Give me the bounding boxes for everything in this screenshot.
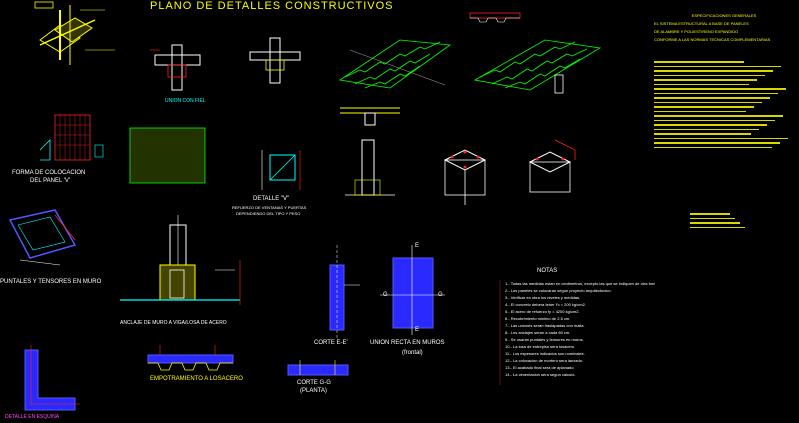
label-e-top: E	[415, 243, 420, 249]
label-planta: (PLANTA)	[300, 388, 327, 394]
nota-item: 10.- La losa de entrepiso sera losacero.	[505, 344, 576, 349]
label-corte-ee: CORTE E-E'	[314, 340, 348, 346]
nota-item: 3.- Verificar en obra los niveles y medi…	[505, 295, 581, 300]
corte-ee	[329, 245, 360, 340]
label-detalle-esquina: DETALLE EN ESQUINA	[5, 414, 60, 420]
nota-item: 11.- Los espesores indicados son nominal…	[505, 351, 585, 356]
spec-text-bar	[654, 88, 786, 90]
spec-text-bar	[654, 115, 783, 117]
spec-text-bar	[654, 133, 751, 135]
spec-text-bar	[654, 137, 788, 139]
column-detail-1	[345, 139, 395, 196]
label-detalle-v-sub1: REFUERZO DE VENTANAS Y PUERTAS	[232, 205, 307, 210]
spec-line: EL SISTEMA ESTRUCTURAL A BASE DE PANELES	[654, 21, 749, 26]
spec-text-bar	[654, 83, 749, 85]
spec-text-bar	[654, 97, 770, 99]
label-forma-colocacion: FORMA DE COLOCACION	[12, 170, 86, 176]
label-union-recta: UNION RECTA EN MUROS	[370, 340, 445, 346]
spec-text-bar	[690, 217, 735, 219]
nota-item: 9.- Se usaran puntales y tensores en mur…	[505, 337, 584, 342]
empotramiento-losacero	[147, 345, 234, 371]
spec-text-bar	[690, 213, 730, 215]
spec-text-bar	[654, 124, 767, 126]
spec-block-lines	[654, 58, 794, 188]
notas-list: 1.- Todas las medidas estan en centimetr…	[505, 280, 655, 378]
spec-text-bar	[654, 74, 765, 76]
label-detalle-v: DETALLE "V"	[253, 196, 290, 202]
label-detalle-v-sub2: DEPENDIENDO DEL TIPO Y PESO	[236, 211, 301, 216]
spec-text-bar	[654, 101, 762, 103]
beam-section	[340, 107, 400, 126]
spec-text-bar	[690, 226, 745, 228]
spec-text-bar	[654, 70, 773, 72]
label-del-panel-v: DEL PANEL 'V'	[30, 178, 71, 184]
spec-text-bar	[690, 222, 740, 224]
label-unidos-con-fiel: UNION CON FIEL	[165, 98, 206, 104]
spec-text-bar	[654, 65, 781, 67]
panel-placement-3d	[39, 114, 104, 161]
label-corte-gg: CORTE G-G	[297, 380, 331, 386]
label-g-left: G	[383, 292, 388, 298]
detail-v	[261, 150, 301, 190]
nota-item: 5.- El acero de refuerzo fy = 4200 kg/cm…	[505, 309, 580, 314]
nota-item: 7.- Las uniones seran traslapadas con ma…	[505, 323, 585, 328]
nota-item: 4.- El concreto debera tener f'c = 200 k…	[505, 302, 586, 307]
spec-text-bar	[654, 119, 775, 121]
spec-block: ESPECIFICACIONES GENERALES EL SISTEMA EST…	[654, 12, 794, 44]
beam-column-detail-2	[249, 37, 301, 84]
label-g-right: G	[438, 292, 443, 298]
losacero-deck-1	[338, 39, 452, 89]
spec-block-2	[690, 210, 750, 231]
nota-item: 6.- Recubrimiento minimo de 2.5 cm.	[505, 316, 571, 321]
spec-text-bar	[654, 110, 746, 112]
nota-item: 12.- La colocacion de mortero sera lanza…	[505, 358, 584, 363]
label-e-bottom: E	[415, 327, 420, 333]
spec-line: ESPECIFICACIONES GENERALES	[691, 13, 757, 18]
nota-item: 14.- La cimentacion sera segun calculo.	[505, 372, 576, 377]
label-anclaje: ANCLAJE DE MURO A VIGA/LOSA DE ACERO	[120, 320, 227, 326]
sheet-title: PLANO DE DETALLES CONSTRUCTIVOS	[150, 0, 394, 12]
spec-text-bar	[654, 106, 754, 108]
column-detail-3	[528, 139, 576, 193]
spec-text-bar	[654, 61, 744, 63]
notas-title: NOTAS	[537, 268, 558, 274]
spec-line: DE ALAMBRE Y POLIESTIRENO EXPANDIDO	[654, 29, 739, 34]
corte-gg	[287, 360, 349, 376]
detalle-esquina	[24, 345, 80, 411]
isometric-connection	[34, 1, 115, 65]
label-frontal: (frontal)	[402, 350, 423, 356]
losacero-deck-2	[473, 39, 602, 94]
spec-line: CONFORME A LAS NORMAS TECNICAS COMPLEMEN…	[654, 37, 771, 42]
column-detail-2	[443, 149, 487, 205]
beam-column-detail-1	[150, 44, 201, 91]
spec-text-bar	[654, 146, 772, 148]
label-empotramiento: EMPOTRAMIENTO A LOSACERO	[150, 376, 243, 382]
mesh-panel	[129, 127, 206, 184]
anclaje-muro	[120, 215, 241, 305]
spec-text-bar	[654, 92, 778, 94]
nota-item: 8.- Los anclajes seran a cada 60 cm.	[505, 330, 571, 335]
spec-text-bar	[654, 79, 757, 81]
nota-item: 1.- Todas las medidas estan en centimetr…	[505, 281, 655, 286]
spec-text-bar	[654, 128, 759, 130]
spec-text-bar	[654, 142, 780, 144]
small-deck-section	[469, 12, 521, 23]
union-recta	[380, 245, 445, 335]
nota-item: 2.- Los paneles se colocaran segun proye…	[505, 288, 612, 293]
label-puntales: PUNTALES Y TENSORES EN MURO	[0, 279, 102, 285]
puntales-tensores	[8, 209, 77, 266]
nota-item: 13.- El acabado final sera de aplanado.	[505, 365, 575, 370]
